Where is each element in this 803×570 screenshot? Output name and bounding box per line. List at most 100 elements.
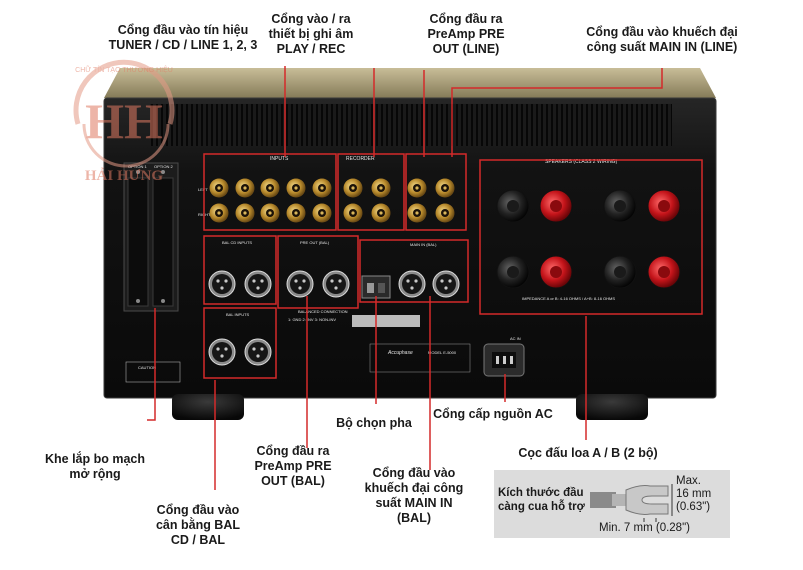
speaker-post-center [658,200,670,212]
xlr-pin [260,279,264,283]
rca-jack-pin [351,186,355,190]
chassis-top [104,68,716,98]
bal-inputs-header: BAL INPUTS [226,312,250,317]
xlr-pin [448,279,452,283]
callout-line: Cổng vào / ra [271,12,351,26]
callout-line: Cổng đầu vào khuếch đại [586,25,738,39]
xlr-pin [334,286,338,290]
rca-jack-pin [320,211,324,215]
callout-main-in-line: Cổng đầu vào khuếch đại công suất MAIN I… [576,25,748,55]
caution-label: CAUTION [138,365,156,370]
rca-jack-pin [268,211,272,215]
xlr-pin [406,279,410,283]
xlr-pin [410,286,414,290]
speakers-header: SPEAKERS (CLASS 2 WIRING) [545,159,618,165]
vent-strip [150,104,672,146]
rca-jack-pin [415,211,419,215]
callout-ac-inlet: Cổng cấp nguồn AC [428,407,558,422]
brand-label: Accuphase [387,350,413,356]
panel-group-boxes [203,153,703,379]
speaker-post-center [550,266,562,278]
watermark-letters: HH [85,93,163,149]
callout-line: Cổng đầu vào tín hiệu [117,23,249,37]
group-box [359,239,469,303]
xlr-connector-face [402,274,422,294]
ac-in-label: AC IN [510,336,521,341]
xlr-pin [414,279,418,283]
rca-jack-pin [294,186,298,190]
xlr-connector-face [212,274,232,294]
callout-line: PreAmp PRE [254,459,332,473]
callout-line: CD / BAL [170,533,226,547]
rca-jack-pin [379,186,383,190]
spade-terminal-icon [590,484,673,522]
callout-line: (BAL) [396,511,431,525]
spec-max-line: Max. [676,475,701,487]
speaker-posts [496,189,681,289]
xlr-pin [256,354,260,358]
callout-line: Bộ chọn pha [336,416,412,430]
callout-line: mở rộng [69,467,121,481]
xlr-pin [224,347,228,351]
spec-max-line: 16 mm [676,488,712,500]
spec-description: Kích thước đầu càng cua hỗ trợ [498,486,585,514]
xlr-pin [256,286,260,290]
speaker-post-center [507,200,519,212]
rca-jack-pin [415,186,419,190]
group-box [405,153,467,231]
xlr-pin [440,279,444,283]
xlr-pin [216,279,220,283]
phase-selector-switch[interactable] [361,275,391,299]
spec-min: Min. 7 mm (0.28") [599,522,690,534]
main-in-bal-header: MAIN IN (BAL) [410,242,437,247]
callout-phase-selector: Bộ chọn pha [330,416,418,431]
callout-line: suất MAIN IN [375,496,453,510]
impedance-note: IMPEDANCE A or B: 4-16 OHMS / A+B: 8-16 … [522,296,615,301]
callout-line: Cọc đấu loa A / B (2 bộ) [518,446,658,460]
speaker-post-center [658,266,670,278]
xlr-connector-face [290,274,310,294]
xlr-pin [302,279,306,283]
xlr-pin [338,279,342,283]
ac-inlet [483,343,525,377]
callout-line: PLAY / REC [276,42,346,56]
rca-jack-pin [351,211,355,215]
rca-jack-pin [243,211,247,215]
callout-line: PreAmp PRE [427,27,505,41]
callout-line: Khe lắp bo mạch [44,452,146,466]
foot-right [576,394,648,420]
model-label: MODEL E-5000 [428,350,457,355]
xlr-connectors [208,270,460,366]
callout-line: OUT (BAL) [261,474,325,488]
speaker-post-center [614,266,626,278]
xlr-connector-face [212,342,232,362]
group-box [203,153,337,231]
inputs-header: INPUTS [270,156,289,162]
rca-jack-pin [379,211,383,215]
callout-line: công suất MAIN IN (LINE) [586,40,738,54]
recorder-header: RECORDER [346,156,375,162]
spade-terminal-spec: Kích thước đầu càng cua hỗ trợ Max. 16 m… [494,470,730,538]
watermark-arc-text: CHỮ TÍN TẠO THƯƠNG HIỆU [75,65,173,74]
xlr-pin [220,286,224,290]
xlr-pin [330,279,334,283]
balanced-connection-label: BALANCED CONNECTION [298,309,348,314]
chassis-rear-panel [104,98,716,398]
rca-jack-pin [443,186,447,190]
xlr-pin [224,279,228,283]
xlr-connector-face [326,274,346,294]
callout-line: OUT (LINE) [432,42,500,56]
speaker-post-center [614,200,626,212]
callout-recorder-play-rec: Cổng vào / ra thiết bị ghi âm PLAY / REC [246,12,376,57]
watermark-logo: HH CHỮ TÍN TẠO THƯƠNG HIỆU HẢI HƯNG [73,59,175,184]
callout-option-slot: Khe lắp bo mạch mở rộng [42,452,148,482]
callout-line: Cổng đầu ra [256,444,330,458]
foot-left [172,394,244,420]
xlr-connector-face [248,274,268,294]
xlr-pin [298,286,302,290]
bal-cd-inputs-header: BAL CD INPUTS [222,240,252,245]
xlr-connector-face [436,274,456,294]
option1-label: OPTION 1 [128,164,147,169]
xlr-pin [252,347,256,351]
xlr-pin [444,286,448,290]
